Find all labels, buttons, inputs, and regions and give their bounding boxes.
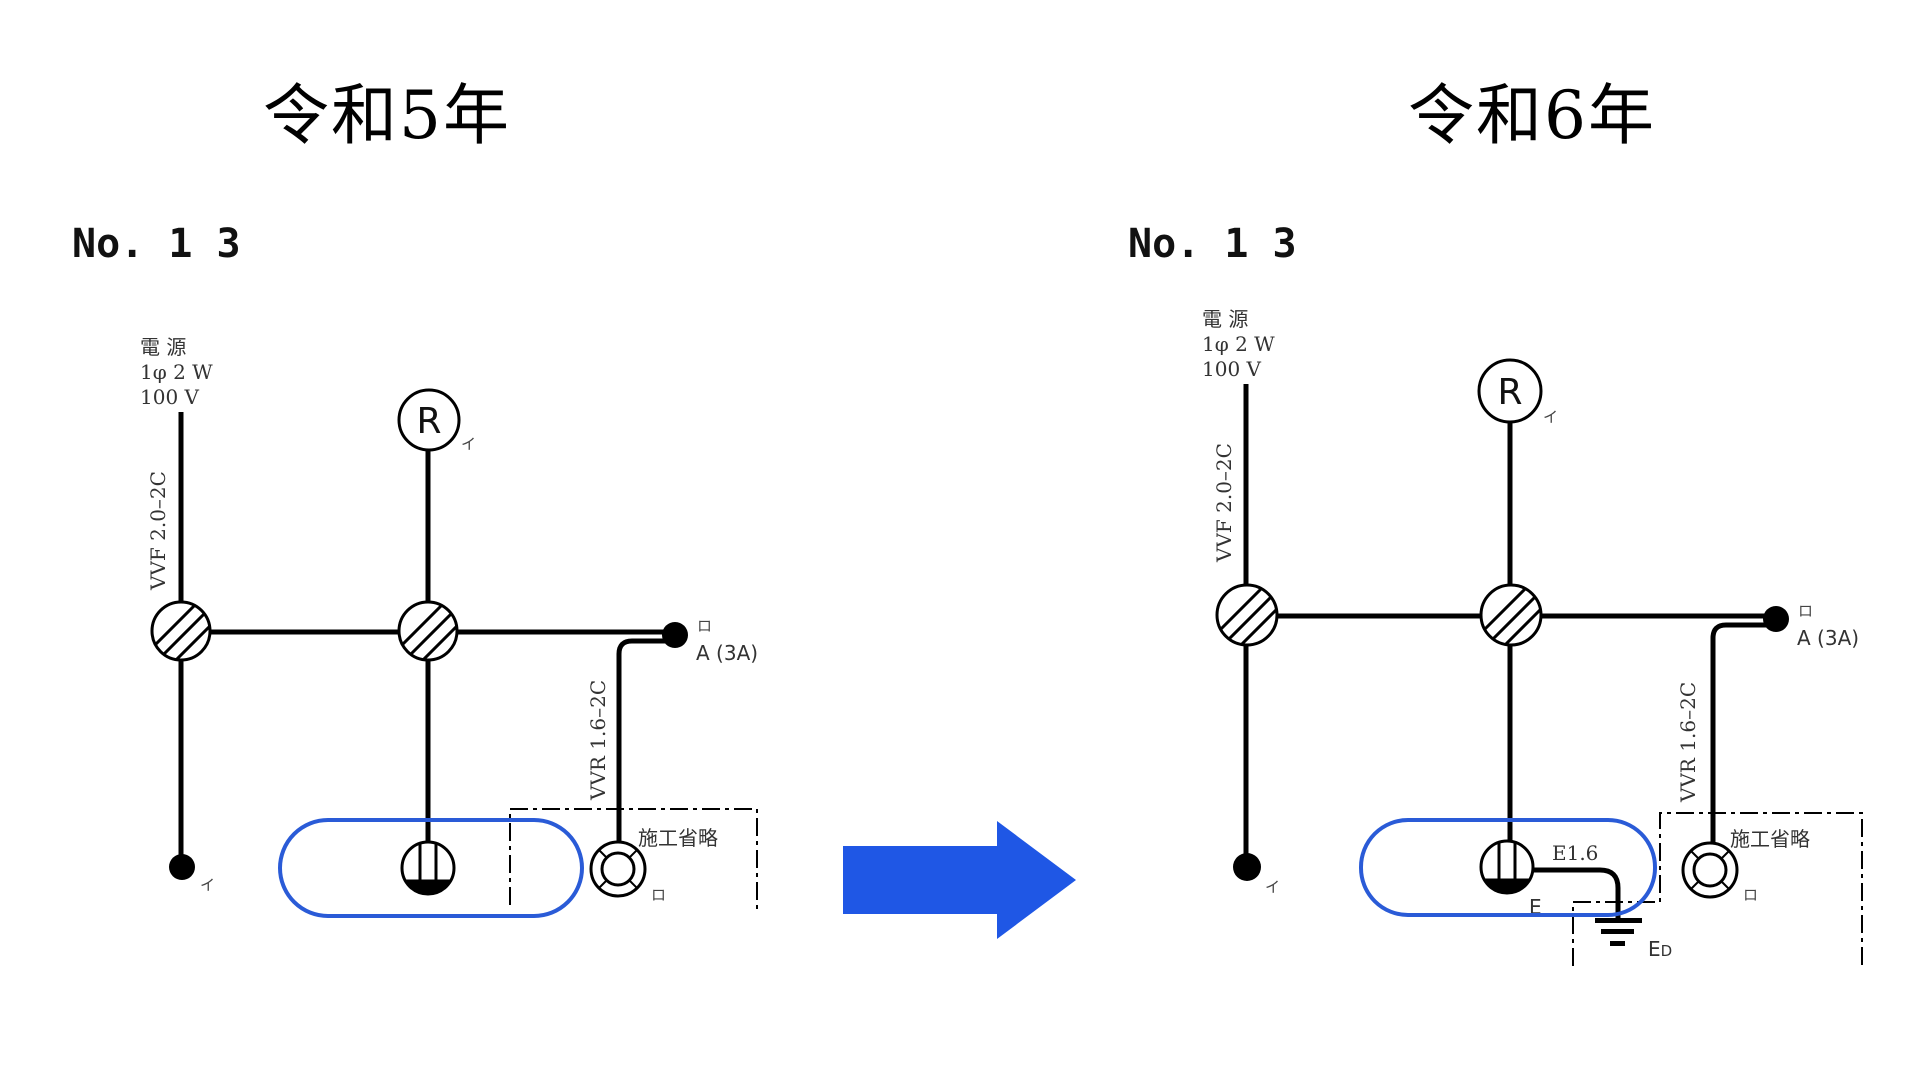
pendant-light-icon [1681,841,1739,899]
omitted-area-border [1572,812,1863,968]
end-point-label: イ [1265,878,1280,896]
omitted-area-border [509,808,758,912]
power-phase-label: 1φ 2 W [140,360,213,384]
branch-cable-label: VVR 1.6–2C [1676,682,1700,803]
title-reiwa6: 令和6年 [1408,77,1656,154]
title-reiwa5: 令和5年 [263,77,511,154]
switch-label: A (3A) [696,641,758,665]
end-point-label: イ [200,876,215,894]
junction-box-icon [1215,583,1279,647]
power-phase-label: 1φ 2 W [1202,332,1275,356]
wire-switch-to-pendant [616,638,675,842]
end-point-icon [169,854,195,880]
problem-number: No. 1 3 [72,221,241,267]
svg-text:R: R [1497,372,1522,413]
lamp-r-icon: R [397,388,461,452]
lamp-r-label: イ [461,435,476,453]
svg-text:R: R [416,401,441,442]
switch-icon [1763,606,1789,632]
highlight-outline [278,818,584,918]
wire-switch-to-pendant [1710,622,1776,842]
ground-label: ED [1648,937,1672,961]
diagram-right: No. 1 3 電 源 1φ 2 W 100 V VVF 2.0–2C VVR … [1128,221,1863,968]
lamp-r-label: イ [1543,408,1558,426]
ground-icon [1595,918,1642,946]
lamp-r-icon: R [1477,358,1543,424]
power-voltage-label: 100 V [1202,357,1262,381]
change-arrow-icon [843,821,1076,939]
switch-top-label: ロ [697,617,712,635]
omitted-area-label: 施工省略 [638,826,718,850]
diagram-left: No. 1 3 電 源 1φ 2 W 100 V VVF 2.0–2C VVR … [72,221,758,918]
power-source-label: 電 源 [140,335,186,359]
power-voltage-label: 100 V [140,385,200,409]
switch-icon [662,622,688,648]
main-cable-label: VVF 2.0–2C [1212,443,1236,563]
problem-number: No. 1 3 [1128,221,1297,267]
junction-box-icon [397,600,459,662]
grounded-outlet-icon [1479,839,1535,895]
ground-wire-label: E1.6 [1552,841,1598,865]
pendant-light-label: ロ [1743,886,1758,904]
ground-wire [1533,867,1621,920]
pendant-light-label: ロ [651,886,666,904]
omitted-area-label: 施工省略 [1730,827,1810,851]
end-point-icon [1233,853,1261,881]
switch-label: A (3A) [1797,626,1859,650]
power-source-label: 電 源 [1202,307,1248,331]
outlet-icon [400,840,456,896]
main-cable-label: VVF 2.0–2C [146,471,170,591]
junction-box-icon [150,600,212,662]
branch-cable-label: VVR 1.6–2C [586,680,610,801]
highlight-outline [1359,818,1657,917]
pendant-light-icon [589,840,647,898]
junction-box-icon [1479,583,1543,647]
switch-top-label: ロ [1798,602,1813,620]
